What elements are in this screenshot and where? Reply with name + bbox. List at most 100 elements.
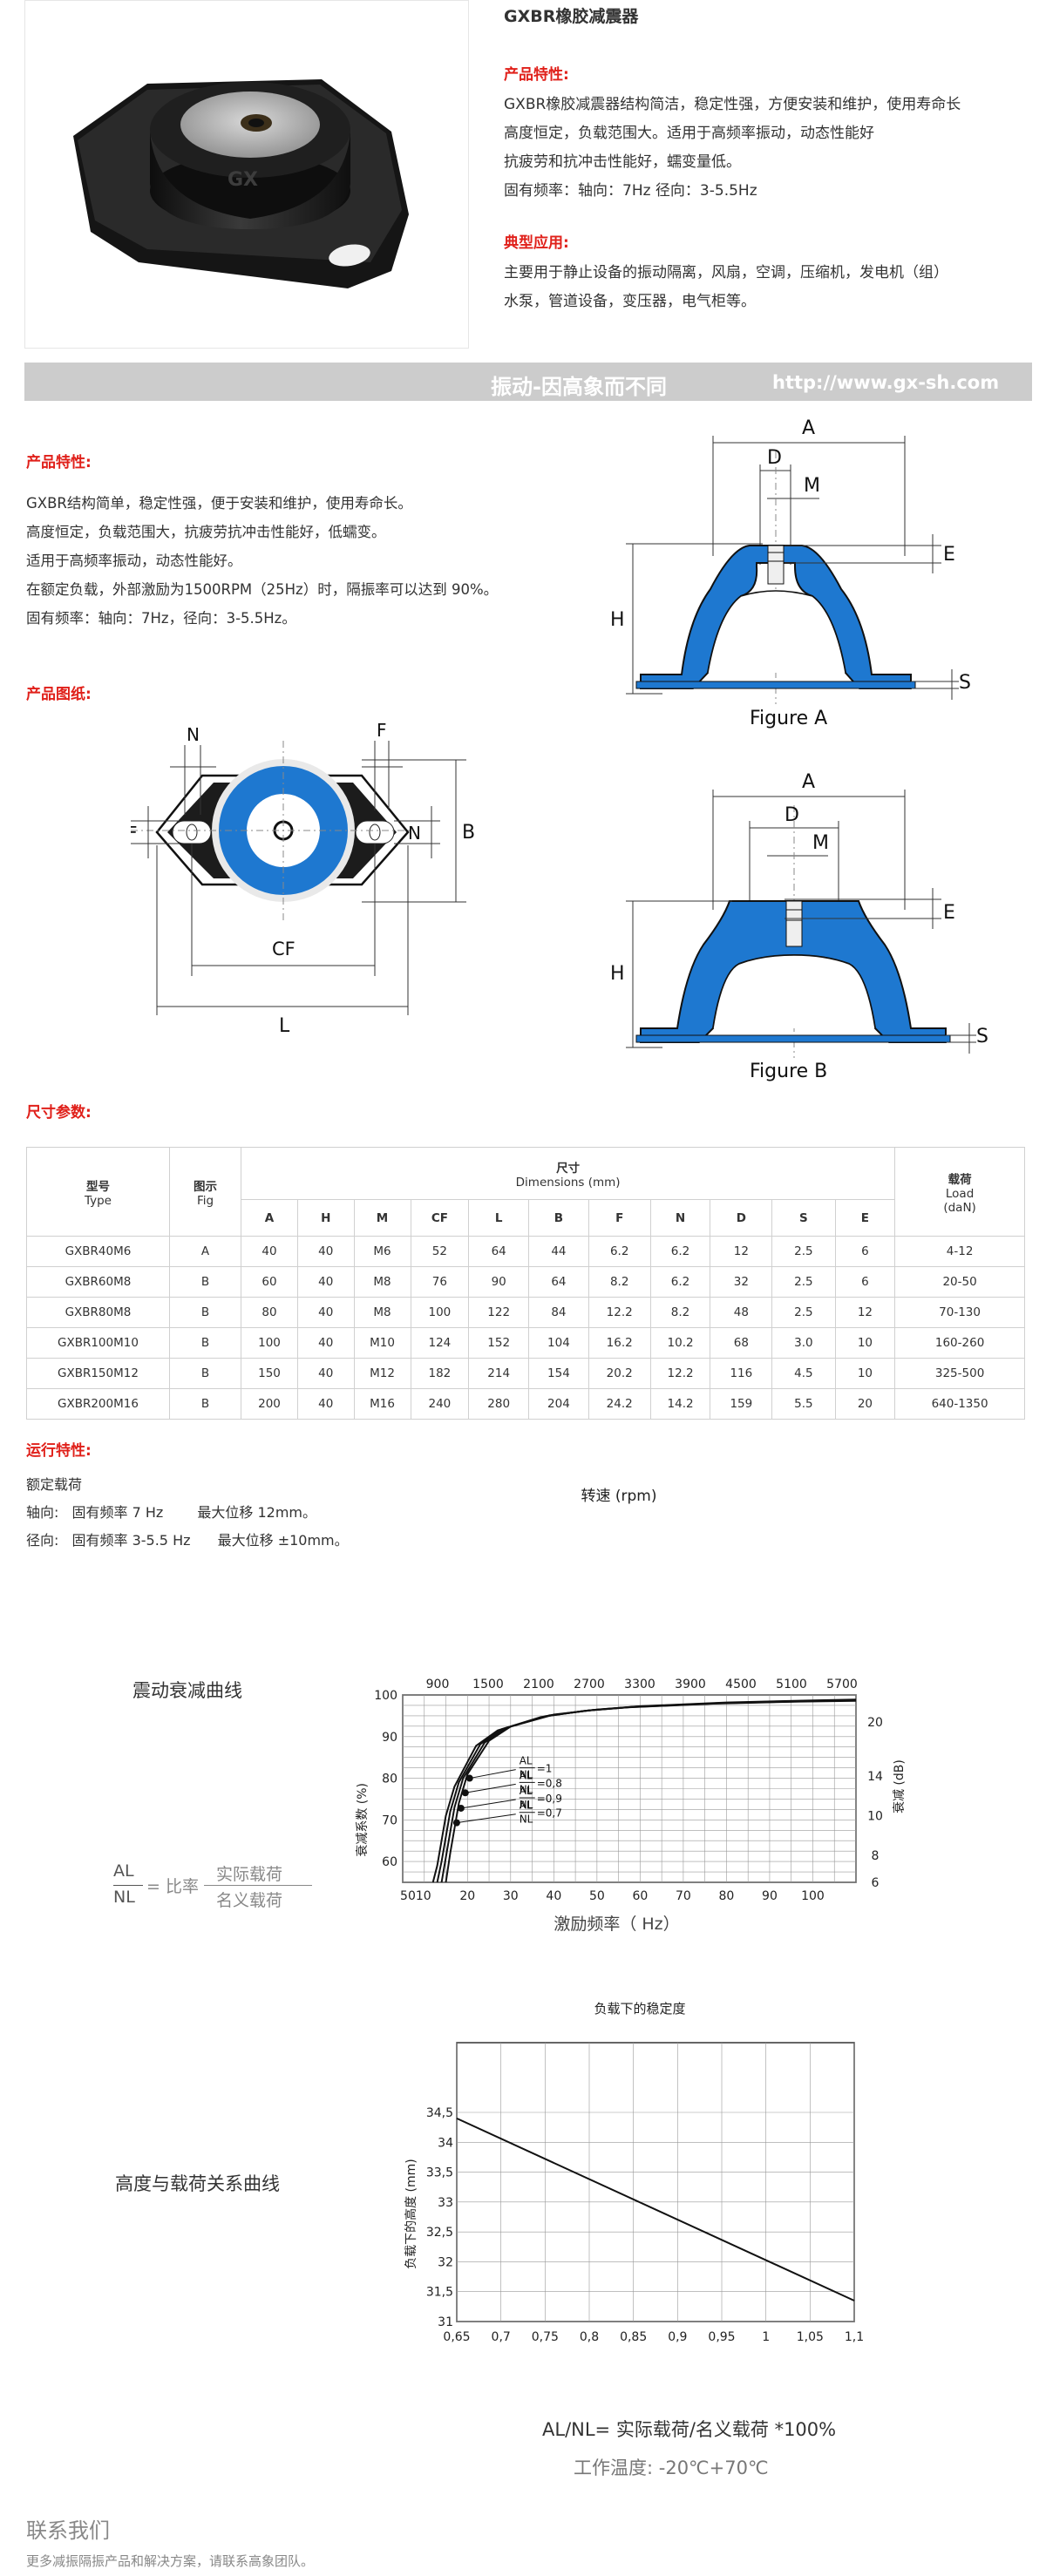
- chart2-frame: [456, 2042, 855, 2322]
- svg-text:GX: GX: [228, 169, 258, 191]
- chart2-y-tick: 34,5: [426, 2106, 453, 2120]
- banner: 振动-因高象而不同 http://www.gx-sh.com: [24, 363, 1032, 401]
- chart1-y-right-tick: 20: [867, 1716, 883, 1730]
- feature-line: 高度恒定，负载范围大，抗疲劳抗冲击性能好，低蠕变。: [26, 524, 386, 540]
- chart1-y-tick: 60: [382, 1855, 397, 1869]
- table-cell: M16: [353, 1388, 411, 1420]
- table-cell: 40: [296, 1388, 355, 1420]
- table-cell: 60: [241, 1266, 298, 1298]
- ratio-eq: = 比率: [146, 1877, 199, 1896]
- chart2-x-tick: 1: [762, 2330, 770, 2344]
- table-cell: B: [168, 1327, 242, 1359]
- table-cell: 104: [528, 1327, 589, 1359]
- chart1-marker-nl: NL: [520, 1783, 533, 1795]
- table-cell: GXBR60M8: [26, 1266, 170, 1298]
- fig-b-label-A: A: [802, 771, 815, 793]
- table-cell: 204: [528, 1388, 589, 1420]
- col-head: B: [528, 1199, 589, 1237]
- chart1-x-tick: 100: [801, 1889, 825, 1903]
- chart1-marker-val: =1: [537, 1763, 553, 1775]
- label-F: F: [377, 720, 387, 741]
- axial-row: 轴向: 固有频率 7 Hz 最大位移 12mm。: [26, 1501, 316, 1522]
- header-feature-line: GXBR橡胶减震器结构简洁，稳定性强，方便安装和维护，使用寿命长: [504, 96, 961, 113]
- chart1-marker-al: AL: [520, 1755, 533, 1767]
- chart2-series-line: [456, 2117, 855, 2301]
- chart1-top-tick: 2700: [574, 1678, 605, 1691]
- chart1-ylabel: 衰减系数 (%): [355, 1783, 370, 1857]
- fig-a-label-H: H: [610, 609, 625, 631]
- table-cell: M10: [353, 1327, 411, 1359]
- col-head: N: [649, 1199, 711, 1237]
- table-cell: 100: [241, 1327, 298, 1359]
- chart2-y-tick: 31,5: [426, 2286, 453, 2300]
- table-cell: 40: [296, 1297, 355, 1328]
- table-cell: 76: [410, 1266, 470, 1298]
- dimensions-heading: 尺寸参数:: [26, 1104, 92, 1122]
- table-cell: 150: [241, 1358, 298, 1389]
- head-dims-cn: 尺寸: [556, 1161, 581, 1176]
- table-cell: 52: [410, 1236, 470, 1267]
- fig-a-label-M: M: [804, 475, 820, 497]
- chart1-x-tick: 20: [459, 1889, 475, 1903]
- chart1-marker-al: AL: [520, 1769, 533, 1781]
- table-cell: 2.5: [771, 1297, 836, 1328]
- table-cell: M8: [353, 1266, 411, 1298]
- fig-a-label-S: S: [959, 672, 971, 694]
- chart1-marker-nl: NL: [520, 1769, 533, 1781]
- chart1-marker-leader: [460, 1799, 516, 1809]
- table-cell: GXBR100M10: [26, 1327, 170, 1359]
- operation-heading: 运行特性:: [26, 1442, 92, 1460]
- chart1-y-tick: 100: [374, 1689, 397, 1703]
- head-load-unit: (daN): [943, 1200, 976, 1215]
- col-head: D: [710, 1199, 773, 1237]
- chart1-top-tick: 5100: [776, 1678, 807, 1691]
- table-cell: 16.2: [588, 1327, 651, 1359]
- top-view-drawing: N F F N B CF L: [131, 720, 475, 1037]
- radial-row: 径向: 固有频率 3-5.5 Hz 最大位移 ±10mm。: [26, 1529, 349, 1549]
- label-CF: CF: [272, 939, 295, 959]
- chart2-x-tick: 0,65: [443, 2330, 470, 2344]
- table-cell: B: [168, 1358, 242, 1389]
- table-cell: 160-260: [894, 1327, 1025, 1359]
- chart1-x-tick: 80: [719, 1889, 735, 1903]
- head-load-cn: 载荷: [948, 1172, 972, 1187]
- chart1-x-tick: 40: [546, 1889, 561, 1903]
- label-N-right: N: [408, 823, 421, 844]
- chart2-y-tick: 32,5: [426, 2226, 453, 2240]
- table-cell: 68: [710, 1327, 773, 1359]
- table-cell: 12.2: [649, 1358, 711, 1389]
- chart1-ylabel-right: 衰减 (dB): [892, 1759, 907, 1813]
- table-cell: 6: [834, 1266, 896, 1298]
- table-cell: 32: [710, 1266, 773, 1298]
- chart2-y-tick: 32: [438, 2255, 453, 2269]
- fig-a-label-A: A: [802, 417, 815, 439]
- table-cell: 70-130: [894, 1297, 1025, 1328]
- feature-line: 在额定负载，外部激励为1500RPM（25Hz）时，隔振率可以达到 90%。: [26, 581, 499, 598]
- footer-text: 更多减振隔振产品和解决方案，请联系高象团队。: [26, 2553, 315, 2569]
- table-cell: 154: [528, 1358, 589, 1389]
- table-cell: 40: [296, 1358, 355, 1389]
- col-head: H: [296, 1199, 355, 1237]
- table-cell: 116: [710, 1358, 773, 1389]
- head-load-en: Load: [945, 1186, 975, 1201]
- table-cell: M8: [353, 1297, 411, 1328]
- application-line: 主要用于静止设备的振动隔离，风扇，空调，压缩机，发电机（组）: [504, 264, 948, 281]
- fig-a-label-D: D: [767, 447, 782, 469]
- features2-text: GXBR结构简单，稳定性强，便于安装和维护，使用寿命长。 高度恒定，负载范围大，…: [26, 489, 619, 633]
- table-cell: 200: [241, 1388, 298, 1420]
- table-cell: 8.2: [588, 1266, 651, 1298]
- header-feature-line: 固有频率：轴向：7Hz 径向：3-5.5Hz: [504, 182, 757, 200]
- chart1-top-tick: 1500: [472, 1678, 504, 1691]
- banner-url: http://www.gx-sh.com: [772, 372, 1000, 393]
- table-cell: 10: [834, 1327, 896, 1359]
- chart1-y-tick: 80: [382, 1773, 397, 1786]
- ratio-nl: NL: [113, 1888, 135, 1907]
- chart1-marker: [461, 1789, 469, 1797]
- application-heading: 典型应用:: [504, 234, 569, 252]
- figure-a-drawing: A D M E H S Figure A: [610, 417, 971, 729]
- chart2-ylabel: 负载下的高度 (mm): [404, 2159, 418, 2269]
- col-head: M: [353, 1199, 411, 1237]
- chart1-x-tick: 30: [503, 1889, 519, 1903]
- chart1-marker-al: AL: [520, 1800, 533, 1812]
